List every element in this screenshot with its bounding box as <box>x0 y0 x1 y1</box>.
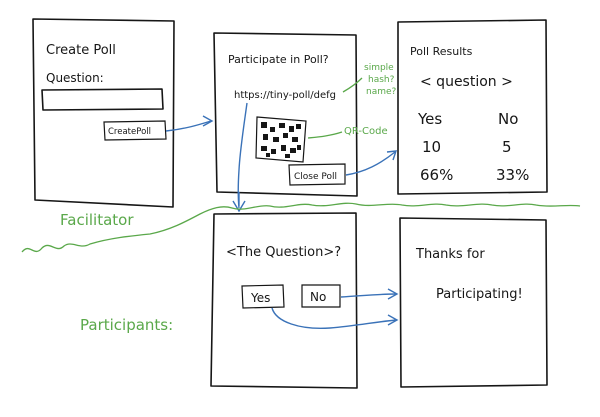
results-title: Poll Results <box>410 45 473 58</box>
create-poll-button[interactable]: CreatePoll <box>103 120 167 141</box>
hash-note-line-3: name? <box>366 87 397 97</box>
results-frame <box>397 19 548 195</box>
qr-code-note: QR-Code <box>344 126 388 137</box>
arrow-create-to-participate-head <box>202 115 214 127</box>
close-poll-button[interactable]: Close Poll <box>288 163 346 186</box>
vote-question: <The Question>? <box>226 245 341 260</box>
arrow-yes-to-thanks <box>271 307 397 330</box>
question-label: Question: <box>46 71 104 85</box>
arrow-close-to-results-head <box>386 150 398 161</box>
create-poll-title: Create Poll <box>46 43 116 58</box>
create-poll-button-frame[interactable] <box>103 120 167 141</box>
yes-button-frame[interactable] <box>241 284 285 309</box>
vote-frame <box>210 212 358 389</box>
no-button-frame[interactable] <box>301 284 341 308</box>
participate-screen: Participate in Poll? https://tiny-poll/d… <box>213 32 358 197</box>
yes-button[interactable]: Yes <box>241 284 285 309</box>
hash-note-line-1: simple <box>364 63 394 73</box>
arrow-url-to-vote-head <box>232 200 246 213</box>
participate-frame <box>213 32 358 197</box>
question-input[interactable] <box>41 88 164 111</box>
hash-note-pointer <box>342 77 363 93</box>
qr-code-icon <box>255 116 307 163</box>
results-yes-label: Yes <box>417 110 442 128</box>
thanks-frame <box>399 217 548 388</box>
create-poll-screen: Create Poll Question: CreatePoll <box>32 18 175 208</box>
vote-screen: <The Question>? Yes No <box>210 212 358 389</box>
create-poll-frame <box>32 18 175 208</box>
poll-url[interactable]: https://tiny-poll/defg <box>234 90 336 101</box>
qr-code-pointer <box>307 131 343 139</box>
arrow-yes-to-thanks-head <box>387 314 399 326</box>
arrow-create-to-participate <box>165 120 212 132</box>
results-no-percent: 33% <box>496 166 529 184</box>
results-yes-count: 10 <box>422 138 441 156</box>
results-no-label: No <box>498 110 518 128</box>
arrow-close-to-results <box>345 151 396 176</box>
facilitator-label: Facilitator <box>60 211 134 229</box>
qr-code-pattern <box>261 122 301 158</box>
participants-label: Participants: <box>80 316 173 334</box>
facilitator-boundary-line <box>21 202 581 253</box>
hash-note-line-2: hash? <box>368 75 395 85</box>
thanks-line-2: Participating! <box>436 287 523 302</box>
create-poll-button-label[interactable]: CreatePoll <box>108 127 151 137</box>
results-yes-percent: 66% <box>420 166 453 184</box>
close-poll-button-frame[interactable] <box>288 163 346 186</box>
thanks-line-1: Thanks for <box>415 247 485 262</box>
arrow-no-to-thanks <box>340 293 397 298</box>
flow-arrows <box>165 102 399 330</box>
results-screen: Poll Results < question > Yes No 10 5 66… <box>397 19 548 195</box>
yes-button-label[interactable]: Yes <box>250 291 270 305</box>
no-button-label[interactable]: No <box>310 290 326 304</box>
no-button[interactable]: No <box>301 284 341 308</box>
results-question: < question > <box>420 74 513 90</box>
qr-code-frame <box>255 116 307 163</box>
arrow-no-to-thanks-head <box>387 288 399 300</box>
thanks-screen: Thanks for Participating! <box>399 217 548 388</box>
close-poll-button-label[interactable]: Close Poll <box>294 172 337 182</box>
results-no-count: 5 <box>502 138 512 156</box>
participate-title: Participate in Poll? <box>228 53 329 66</box>
annotations: simple hash? name? QR-Code Facilitator P… <box>21 63 581 334</box>
